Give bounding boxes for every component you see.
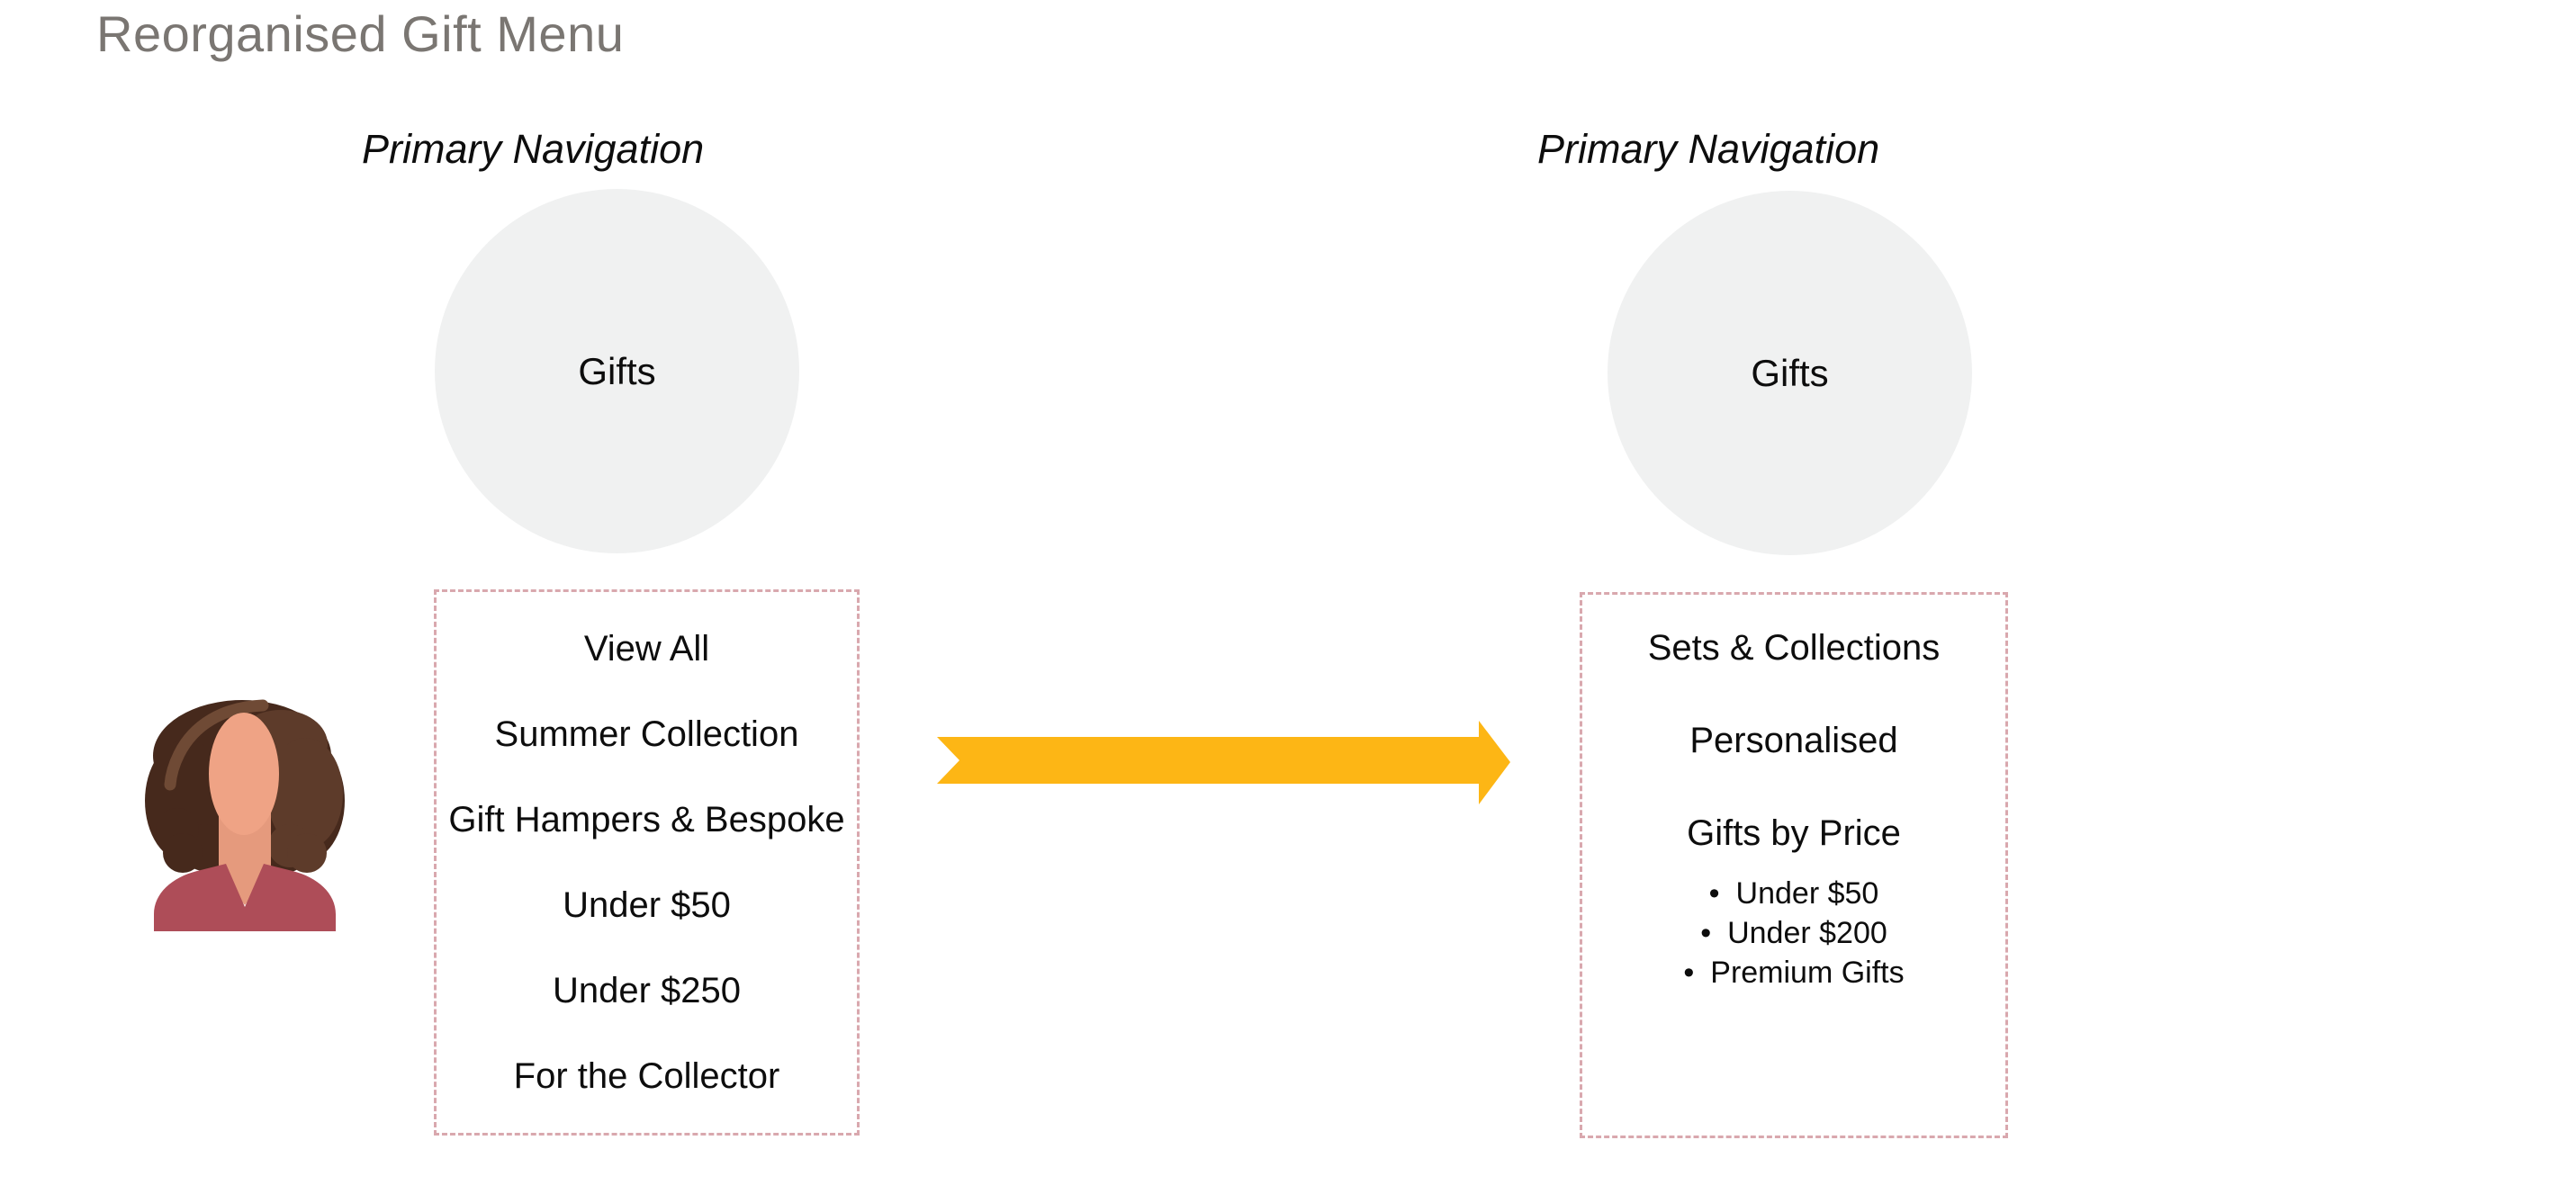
menu-item: Summer Collection: [494, 714, 799, 754]
woman-avatar: [145, 699, 345, 931]
menu-item: For the Collector: [513, 1056, 780, 1096]
sub-menu-item: Under $50: [1683, 874, 1904, 913]
menu-item: Gifts by Price: [1687, 813, 1901, 853]
menu-item: Gift Hampers & Bespoke: [448, 800, 845, 839]
menu-box-before: View All Summer Collection Gift Hampers …: [434, 589, 860, 1136]
menu-item: Sets & Collections: [1647, 628, 1941, 668]
menu-item: Personalised: [1689, 721, 1898, 760]
gifts-node-after: Gifts: [1608, 191, 1972, 555]
sub-menu-item: Premium Gifts: [1683, 953, 1904, 992]
menu-item: Under $250: [552, 971, 742, 1010]
section-label-before: Primary Navigation: [362, 126, 705, 172]
gifts-by-price-sublist: Under $50 Under $200 Premium Gifts: [1683, 874, 1904, 992]
section-label-after: Primary Navigation: [1537, 126, 1880, 172]
menu-box-after: Sets & Collections Personalised Gifts by…: [1580, 592, 2008, 1138]
gifts-node-after-label: Gifts: [1751, 351, 1829, 394]
page-title: Reorganised Gift Menu: [96, 5, 625, 62]
menu-item: View All: [583, 629, 710, 669]
menu-item: Under $50: [563, 885, 731, 925]
gifts-node-before-label: Gifts: [578, 349, 656, 392]
sub-menu-item: Under $200: [1683, 913, 1904, 953]
transform-arrow-icon: [937, 721, 1510, 804]
gifts-node-before: Gifts: [435, 189, 799, 553]
